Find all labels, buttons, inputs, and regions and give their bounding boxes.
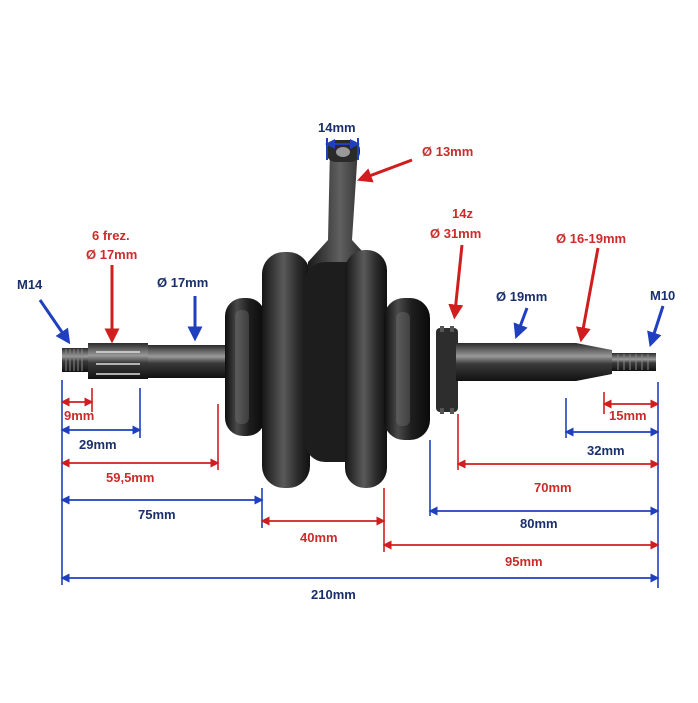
dim-210mm: 210mm — [311, 587, 356, 602]
dim-95mm: 95mm — [505, 554, 543, 569]
label-taper-dia: Ø 16-19mm — [556, 231, 626, 246]
dim-40mm: 40mm — [300, 530, 338, 545]
dim-75mm: 75mm — [138, 507, 176, 522]
dim-80mm: 80mm — [520, 516, 558, 531]
right-shaft — [456, 343, 576, 381]
label-frez-2: Ø 17mm — [86, 247, 137, 262]
dim-29mm: 29mm — [79, 437, 117, 452]
dim-32mm: 32mm — [587, 443, 625, 458]
labels: M14 6 frez. Ø 17mm Ø 17mm 14mm Ø 13mm 14… — [17, 120, 675, 602]
right-taper — [576, 343, 612, 381]
right-shaft-arrow — [513, 307, 529, 340]
left-shaft — [148, 345, 228, 378]
timing-gear — [436, 328, 458, 412]
left-spline — [88, 343, 148, 379]
gear-arrow — [448, 244, 464, 320]
label-right-shaft-dia: Ø 19mm — [496, 289, 547, 304]
left-bearing — [225, 298, 265, 436]
label-gear-2: Ø 31mm — [430, 226, 481, 241]
dim-70mm: 70mm — [534, 480, 572, 495]
left-flywheel — [262, 252, 310, 488]
right-bearing — [384, 298, 430, 440]
taper-arrow — [575, 247, 600, 343]
label-gear-1: 14z — [452, 206, 473, 221]
dim-15mm: 15mm — [609, 408, 647, 423]
right-thread — [612, 353, 656, 371]
label-rod-bore: Ø 13mm — [422, 144, 473, 159]
dim-59mm: 59,5mm — [106, 470, 154, 485]
crankshaft-part — [62, 140, 656, 488]
label-m10: M10 — [650, 288, 675, 303]
label-left-shaft-dia: Ø 17mm — [157, 275, 208, 290]
label-m14: M14 — [17, 277, 43, 292]
pointer-arrows — [38, 158, 665, 348]
rod-bore-arrow — [356, 158, 413, 183]
label-frez-1: 6 frez. — [92, 228, 130, 243]
label-rod-width: 14mm — [318, 120, 356, 135]
extension-lines — [61, 380, 659, 588]
m14-arrow — [38, 299, 71, 345]
right-flywheel — [345, 250, 387, 488]
rod-width-dim — [325, 138, 360, 160]
dimension-arrows — [60, 397, 660, 583]
dim-9mm: 9mm — [64, 408, 94, 423]
m10-arrow — [647, 305, 665, 348]
